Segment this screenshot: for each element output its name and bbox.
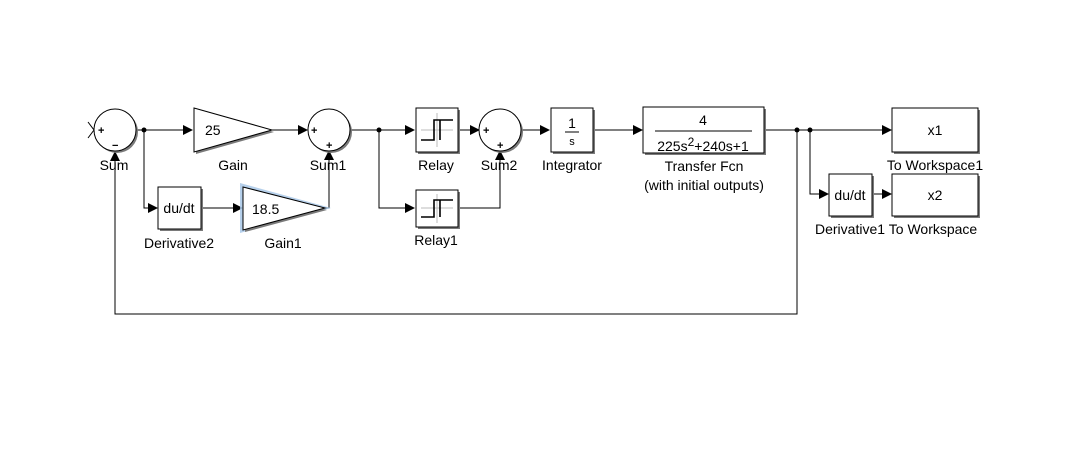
branch-point: [807, 127, 813, 133]
sum-sign-bottom: −: [112, 140, 118, 152]
signal-lines: [87, 121, 892, 315]
derivative2-label: Derivative2: [144, 235, 214, 251]
branch-point: [141, 127, 147, 133]
sum2-sign-bottom: +: [497, 140, 503, 152]
sum2-label: Sum2: [481, 157, 518, 173]
line-transfer-fcn-to-derivative1[interactable]: [809, 130, 829, 199]
to-workspace-variable: x2: [928, 187, 943, 203]
line-relay1-to-sum2[interactable]: [458, 150, 505, 209]
branch-point: [794, 127, 800, 133]
derivative1-value: du/dt: [834, 187, 865, 203]
integrator-numerator: 1: [568, 115, 576, 131]
sum1-block[interactable]: + +: [307, 108, 352, 153]
sum2-sign-left: +: [483, 125, 489, 137]
sum1-sign-bottom: +: [326, 140, 332, 152]
relay-label: Relay: [418, 157, 454, 173]
branch-point: [376, 127, 382, 133]
relay1-block[interactable]: [415, 189, 460, 229]
gain-block[interactable]: 25: [193, 107, 274, 154]
relay1-hysteresis-icon: [421, 199, 453, 218]
to-workspace1-label: To Workspace1: [887, 157, 983, 173]
relay-hysteresis-icon: [421, 119, 453, 141]
transfer-fcn-denominator: 225s2+240s+1: [657, 135, 749, 154]
to-workspace-label: To Workspace: [889, 221, 978, 237]
sum-sign-top: +: [98, 125, 104, 137]
transfer-fcn-block[interactable]: 4 225s2+240s+1: [642, 106, 766, 155]
sum1-sign-left: +: [311, 125, 317, 137]
derivative2-value: du/dt: [163, 200, 194, 216]
to-workspace1-block[interactable]: x1: [891, 107, 980, 154]
transfer-fcn-label-2: (with initial outputs): [644, 177, 764, 193]
relay1-label: Relay1: [414, 232, 458, 248]
integrator-label: Integrator: [542, 157, 602, 173]
gain1-value: 18.5: [252, 201, 279, 217]
transfer-fcn-label: Transfer Fcn: [665, 158, 744, 174]
sum-block[interactable]: + −: [93, 108, 138, 153]
gain-label: Gain: [218, 157, 248, 173]
line-sum-to-derivative2[interactable]: [143, 130, 158, 213]
derivative1-label: Derivative1: [815, 221, 885, 237]
gain1-block[interactable]: 18.5: [240, 183, 331, 233]
gain1-label: Gain1: [264, 235, 302, 251]
to-workspace1-variable: x1: [928, 122, 943, 138]
transfer-fcn-numerator: 4: [699, 112, 707, 128]
integrator-block[interactable]: 1 s: [550, 107, 595, 154]
sum1-label: Sum1: [310, 157, 347, 173]
sum2-block[interactable]: + +: [478, 108, 523, 153]
line-sum1-to-relay1[interactable]: [378, 130, 415, 213]
derivative2-block[interactable]: du/dt: [157, 186, 203, 231]
gain-value: 25: [205, 122, 221, 138]
relay-block[interactable]: [415, 107, 460, 154]
to-workspace-block[interactable]: x2: [891, 173, 980, 218]
derivative1-block[interactable]: du/dt: [828, 173, 874, 218]
sum-input-chevron: [87, 121, 95, 139]
line-feedback-to-sum[interactable]: [110, 130, 798, 315]
sum-label: Sum: [100, 157, 129, 173]
integrator-denominator: s: [569, 136, 575, 148]
